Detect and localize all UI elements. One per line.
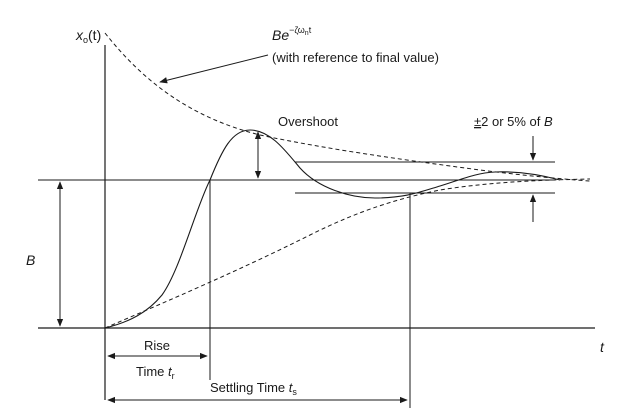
y-axis-label: xo(t) (75, 27, 101, 45)
envelope-expression: Be−ζωnt (272, 25, 312, 43)
step-response-curve (104, 129, 561, 329)
envelope-note: (with reference to final value) (272, 50, 439, 65)
rise-time-label: Time tr (136, 364, 175, 381)
lower-envelope-curve (104, 178, 591, 329)
time-axis-label: t (600, 339, 605, 355)
final-value-label: B (26, 252, 35, 268)
rise-label: Rise (144, 338, 170, 353)
settling-time-label: Settling Time ts (210, 380, 297, 397)
tolerance-label: ±2 or 5% of B (474, 114, 553, 129)
overshoot-label: Overshoot (278, 114, 338, 129)
envelope-pointer-arrow (159, 54, 269, 84)
upper-envelope-curve (104, 32, 591, 182)
